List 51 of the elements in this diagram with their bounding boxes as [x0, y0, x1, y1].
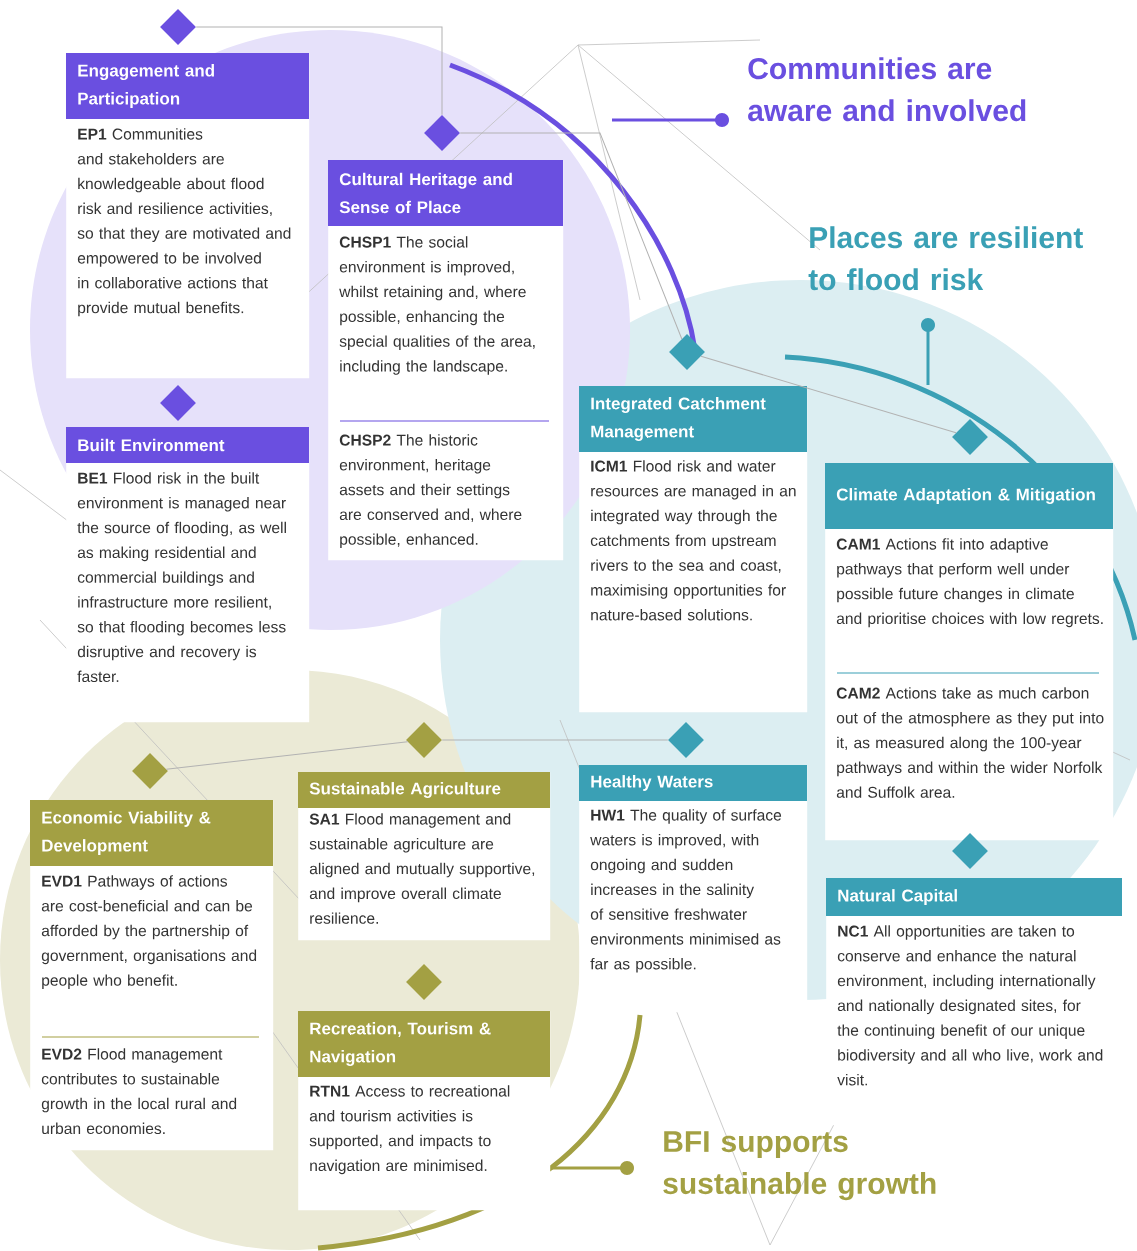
- card-text: SA1 Flood management and sustainable agriculture are aligned and mutually supportive, and improve overall climate resilience.: [309, 813, 535, 924]
- diamond-marker: [406, 722, 442, 758]
- heading-text: Places are resilient to flood risk: [808, 226, 1083, 291]
- heading-text: Communities are aware and involved: [748, 57, 1026, 122]
- diamond-marker: [424, 115, 460, 151]
- diamond-marker: [406, 964, 442, 1000]
- card-text: EP1 Communities and stakeholders are knowledgeable about flood risk and resilience activities, so that they are motivated and empowered to be involved in collaborative actions that provide mutual benefits.: [77, 128, 291, 317]
- connector-line: [700, 355, 957, 434]
- diamond-marker: [668, 722, 704, 758]
- info-card: [579, 765, 808, 1013]
- info-card: [66, 53, 310, 379]
- diamond-marker: [952, 833, 988, 869]
- card-text: HW1 The quality of surface waters is improved, with ongoing and sudden increases in the salinity of sensitive freshwater environments minimised as far as possible.: [590, 809, 782, 973]
- connector-line: [165, 741, 409, 770]
- card-header: Integrated Catchment Management: [579, 386, 807, 452]
- card-header: Sustainable Agriculture: [298, 772, 550, 808]
- info-card: [30, 800, 274, 1151]
- card-text: RTN1 Access to recreational and tourism activities is supported, and impacts to navigation are minimised.: [309, 1085, 510, 1175]
- diamond-marker: [160, 385, 196, 421]
- info-card: [298, 772, 551, 941]
- card-header: Climate Adaptation & Mitigation: [825, 463, 1113, 529]
- info-card: [298, 1011, 551, 1211]
- card-text: CHSP1 The social environment is improved, whilst retaining and, where possible, enhancing the special qualities of the area, including the landscape.: [339, 236, 535, 375]
- info-card: [826, 878, 1123, 1126]
- info-card: [579, 386, 808, 713]
- diamond-marker: [952, 419, 988, 455]
- diamond-marker: [160, 9, 196, 45]
- card-text: CAM1 Actions fit into adaptive pathways that perform well under possible future changes in climate and prioritise choices with low regrets.: [836, 538, 1103, 628]
- connector-line: [459, 132, 683, 340]
- card-text: CHSP2 The historic environment, heritage assets and their settings are conserved and, where possible, enhanced.: [339, 434, 522, 548]
- card-text: BE1 Flood risk in the built environment is managed near the source of flooding, as well as making residential and commercial buildings and infrastructure more resilient, so that flooding becomes less disruptive and recovery is faster.: [77, 472, 286, 683]
- info-card: [328, 160, 564, 561]
- card-text: EVD2 Flood management contributes to sustainable growth in the local rural and urban economies.: [41, 1048, 237, 1135]
- card-header: Economic Viability & Development: [30, 800, 273, 866]
- connector-line: [195, 26, 443, 116]
- card-text: EVD1 Pathways of actions are cost-beneficial and can be afforded by the partnership of government, organisations and people who benefit.: [41, 875, 257, 989]
- card-header: Cultural Heritage and Sense of Place: [328, 160, 563, 226]
- card-text: ICM1 Flood risk and water resources are managed in an integrated way through the catchments from upstream rivers to the sea and coast, maximising opportunities for nature-based solutions.: [590, 460, 796, 621]
- info-card: [66, 427, 310, 723]
- info-card: [825, 463, 1114, 841]
- diamond-marker: [669, 334, 705, 370]
- card-header: Natural Capital: [826, 878, 1122, 916]
- card-header: Recreation, Tourism & Navigation: [298, 1011, 550, 1077]
- diamond-marker: [132, 753, 168, 789]
- card-text: CAM2 Actions take as much carbon out of the atmosphere as they put into it, as measured along the 100-year pathways and within the wider Norfolk and Suffolk area.: [836, 687, 1104, 798]
- card-header: Healthy Waters: [579, 765, 807, 801]
- heading-text: BFI supports sustainable growth: [663, 1131, 936, 1201]
- card-header: Built Environment: [66, 427, 309, 463]
- card-header: Engagement and Participation: [66, 53, 309, 119]
- card-text: NC1 All opportunities are taken to conserve and enhance the natural environment, including internationally and nationally designated sites, for the continuing benefit of our unique biodiversity and all who live, work and visit.: [837, 925, 1103, 1086]
- connector-line: [441, 739, 669, 741]
